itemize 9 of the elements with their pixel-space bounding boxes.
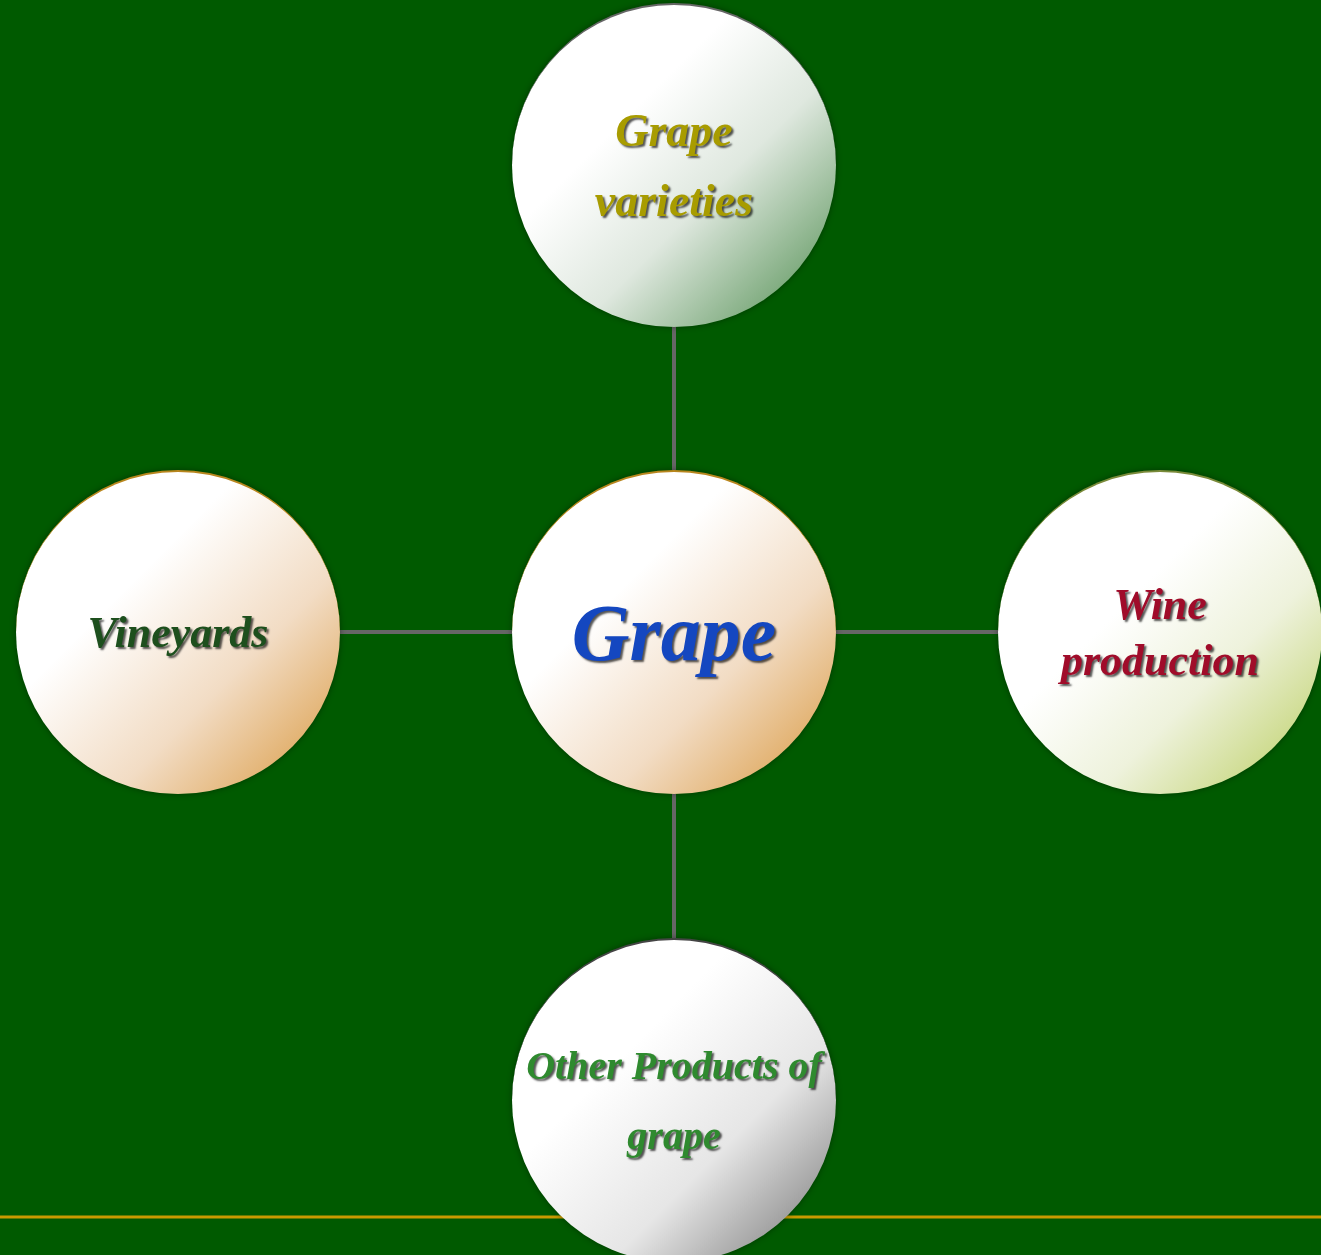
connector-line bbox=[672, 794, 676, 938]
topic-label: Grape bbox=[570, 588, 778, 679]
topic-label: Other Products of grape bbox=[524, 1031, 824, 1171]
connector-line bbox=[340, 630, 512, 634]
topic-label: Vineyards bbox=[86, 607, 270, 659]
connector-line bbox=[672, 327, 676, 470]
topic-label: Grape varieties bbox=[593, 104, 755, 228]
topic-label: Wine production bbox=[1057, 579, 1260, 687]
connector-line bbox=[836, 630, 998, 634]
